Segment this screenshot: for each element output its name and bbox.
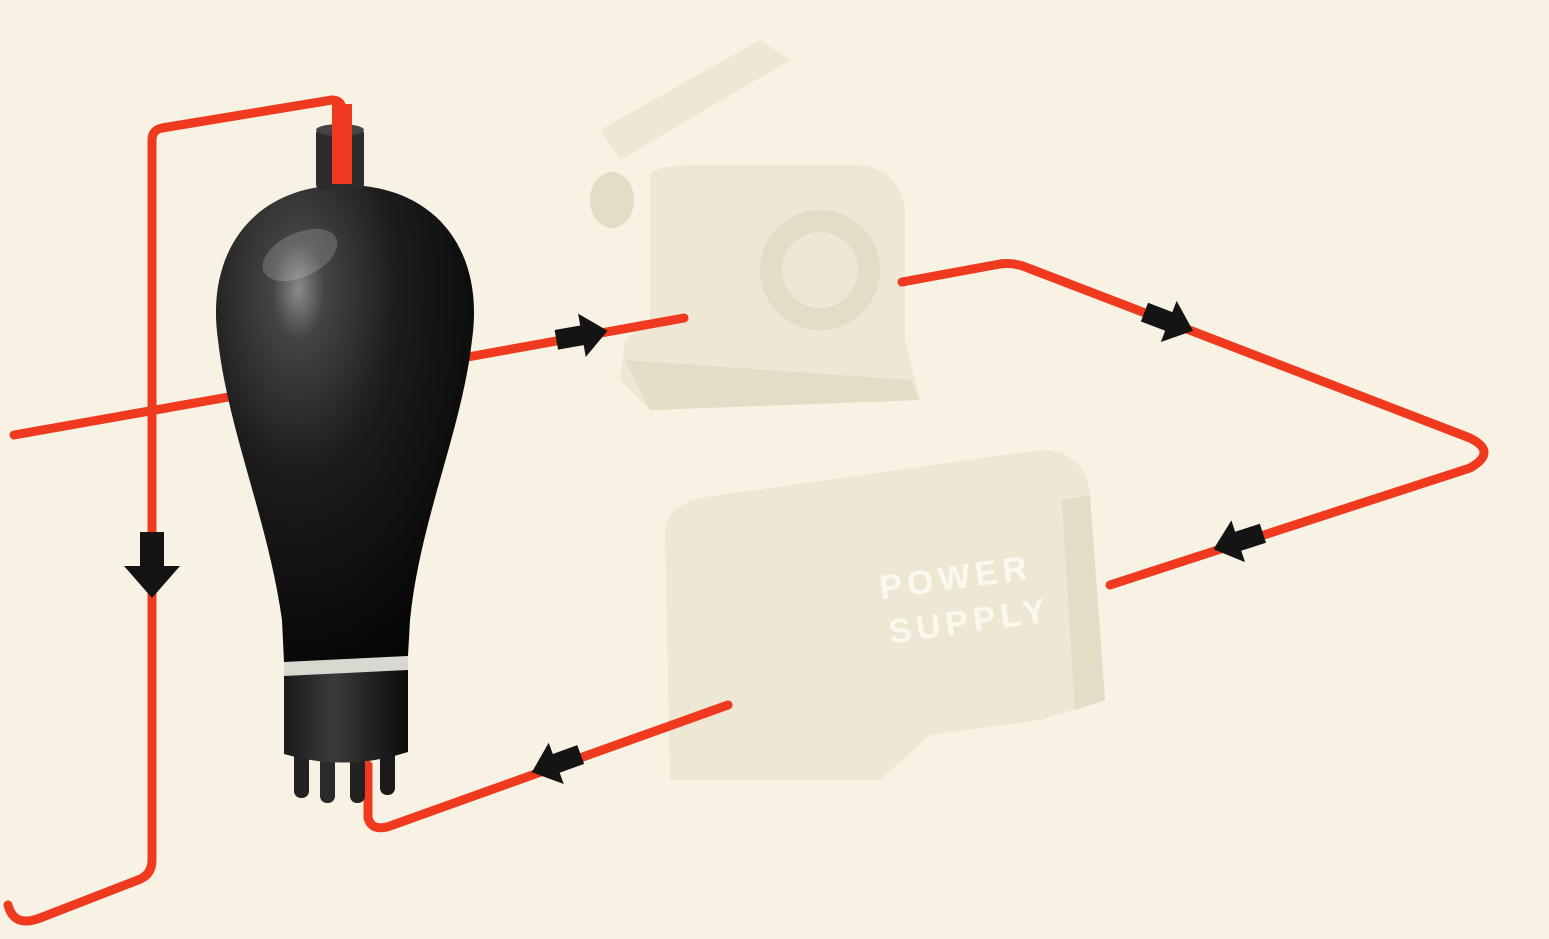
power-supply-icon: POWER SUPPLY — [665, 450, 1105, 780]
vacuum-tube-icon — [216, 104, 474, 803]
arrow-right-icon — [553, 309, 612, 361]
arrow-down-icon — [124, 532, 180, 598]
arrow-right-icon — [1137, 292, 1201, 352]
arrow-left-icon — [1207, 512, 1270, 570]
arrow-left-icon — [524, 734, 588, 793]
input-wire — [14, 395, 240, 435]
motor-icon — [590, 40, 920, 410]
